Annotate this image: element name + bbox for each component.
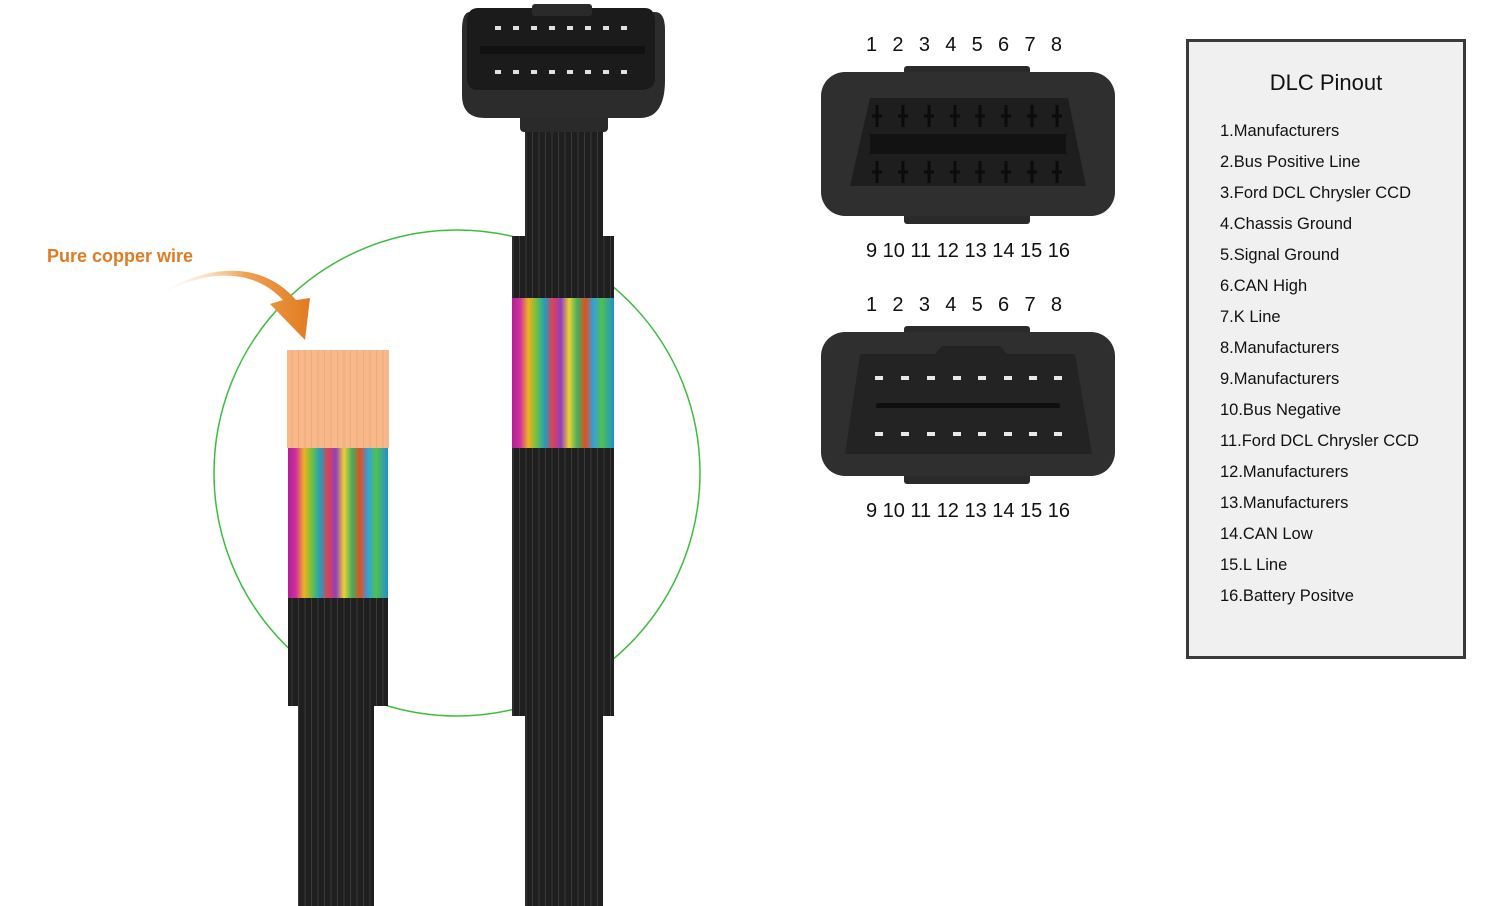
pin-number: 5 bbox=[971, 34, 983, 56]
pinout-item: 9.Manufacturers bbox=[1220, 370, 1340, 388]
pinout-panel: DLC Pinout 1.Manufacturers 2.Bus Positiv… bbox=[1186, 39, 1466, 659]
pin-number: 1 bbox=[866, 294, 878, 316]
pin-number: 12 bbox=[936, 500, 959, 522]
male-top-pin-numbers: 1 2 3 4 5 6 7 8 bbox=[866, 294, 1062, 317]
pin-number: 5 bbox=[971, 294, 983, 316]
pin-number: 14 bbox=[992, 240, 1015, 262]
pin-number: 11 bbox=[910, 240, 932, 262]
pin-number: 9 bbox=[866, 240, 878, 262]
pin-number: 4 bbox=[945, 34, 957, 56]
pin-number: 2 bbox=[892, 34, 904, 56]
pin-number: 13 bbox=[964, 240, 987, 262]
pin-number: 14 bbox=[992, 500, 1015, 522]
pin-number: 15 bbox=[1019, 240, 1043, 262]
pin-number: 16 bbox=[1047, 500, 1070, 522]
callout-arrow bbox=[150, 270, 310, 340]
pinout-item: 10.Bus Negative bbox=[1220, 401, 1342, 419]
pinout-item: 16.Battery Positve bbox=[1220, 587, 1354, 605]
male-bottom-pin-numbers: 9 10 11 12 13 14 15 16 bbox=[866, 500, 1070, 523]
pinout-item: 7.K Line bbox=[1220, 308, 1281, 326]
pin-number: 7 bbox=[1024, 34, 1036, 56]
pinout-item: 14.CAN Low bbox=[1220, 525, 1313, 543]
pin-number: 8 bbox=[1050, 294, 1062, 316]
female-bottom-pin-numbers: 9 10 11 12 13 14 15 16 bbox=[866, 240, 1070, 263]
callout-label: Pure copper wire bbox=[47, 246, 194, 266]
copper-strands bbox=[287, 350, 389, 448]
pinout-list: 1.Manufacturers 2.Bus Positive Line 3.Fo… bbox=[1189, 116, 1463, 612]
rainbow-wires-right bbox=[512, 298, 614, 448]
pinout-item: 13.Manufacturers bbox=[1220, 494, 1349, 512]
pinout-item: 11.Ford DCL Chrysler CCD bbox=[1220, 432, 1419, 450]
pin-number: 3 bbox=[918, 294, 930, 316]
obd-female-connector bbox=[821, 66, 1115, 224]
obd-plug-top bbox=[462, 4, 665, 132]
pin-number: 15 bbox=[1019, 500, 1043, 522]
pin-number: 12 bbox=[936, 240, 959, 262]
pinout-item: 4.Chassis Ground bbox=[1220, 215, 1353, 233]
pin-number: 11 bbox=[910, 500, 932, 522]
pin-number: 10 bbox=[882, 240, 905, 262]
pin-number: 2 bbox=[892, 294, 904, 316]
pinout-item: 15.L Line bbox=[1220, 556, 1288, 574]
pinout-item: 12.Manufacturers bbox=[1220, 463, 1349, 481]
female-top-pin-numbers: 1 2 3 4 5 6 7 8 bbox=[866, 34, 1062, 57]
pinout-item: 3.Ford DCL Chrysler CCD bbox=[1220, 184, 1412, 202]
pin-number: 8 bbox=[1050, 34, 1062, 56]
obd-male-connector bbox=[821, 326, 1115, 484]
pinout-item: 1.Manufacturers bbox=[1220, 122, 1340, 140]
pinout-item: 2.Bus Positive Line bbox=[1220, 153, 1361, 171]
rainbow-wires-left bbox=[288, 448, 388, 598]
pinout-item: 8.Manufacturers bbox=[1220, 339, 1340, 357]
magnifier-ring bbox=[213, 229, 701, 717]
pinout-title: DLC Pinout bbox=[1269, 70, 1383, 95]
pin-number: 13 bbox=[964, 500, 987, 522]
pinout-item: 6.CAN High bbox=[1220, 277, 1308, 295]
pin-number: 3 bbox=[918, 34, 930, 56]
pin-number: 9 bbox=[866, 500, 878, 522]
pin-number: 6 bbox=[998, 294, 1010, 316]
pin-number: 6 bbox=[998, 34, 1010, 56]
pin-number: 4 bbox=[945, 294, 957, 316]
pin-number: 10 bbox=[882, 500, 905, 522]
pinout-item: 5.Signal Ground bbox=[1220, 246, 1340, 264]
pin-number: 16 bbox=[1047, 240, 1070, 262]
pin-number: 7 bbox=[1024, 294, 1036, 316]
pin-number: 1 bbox=[866, 34, 878, 56]
